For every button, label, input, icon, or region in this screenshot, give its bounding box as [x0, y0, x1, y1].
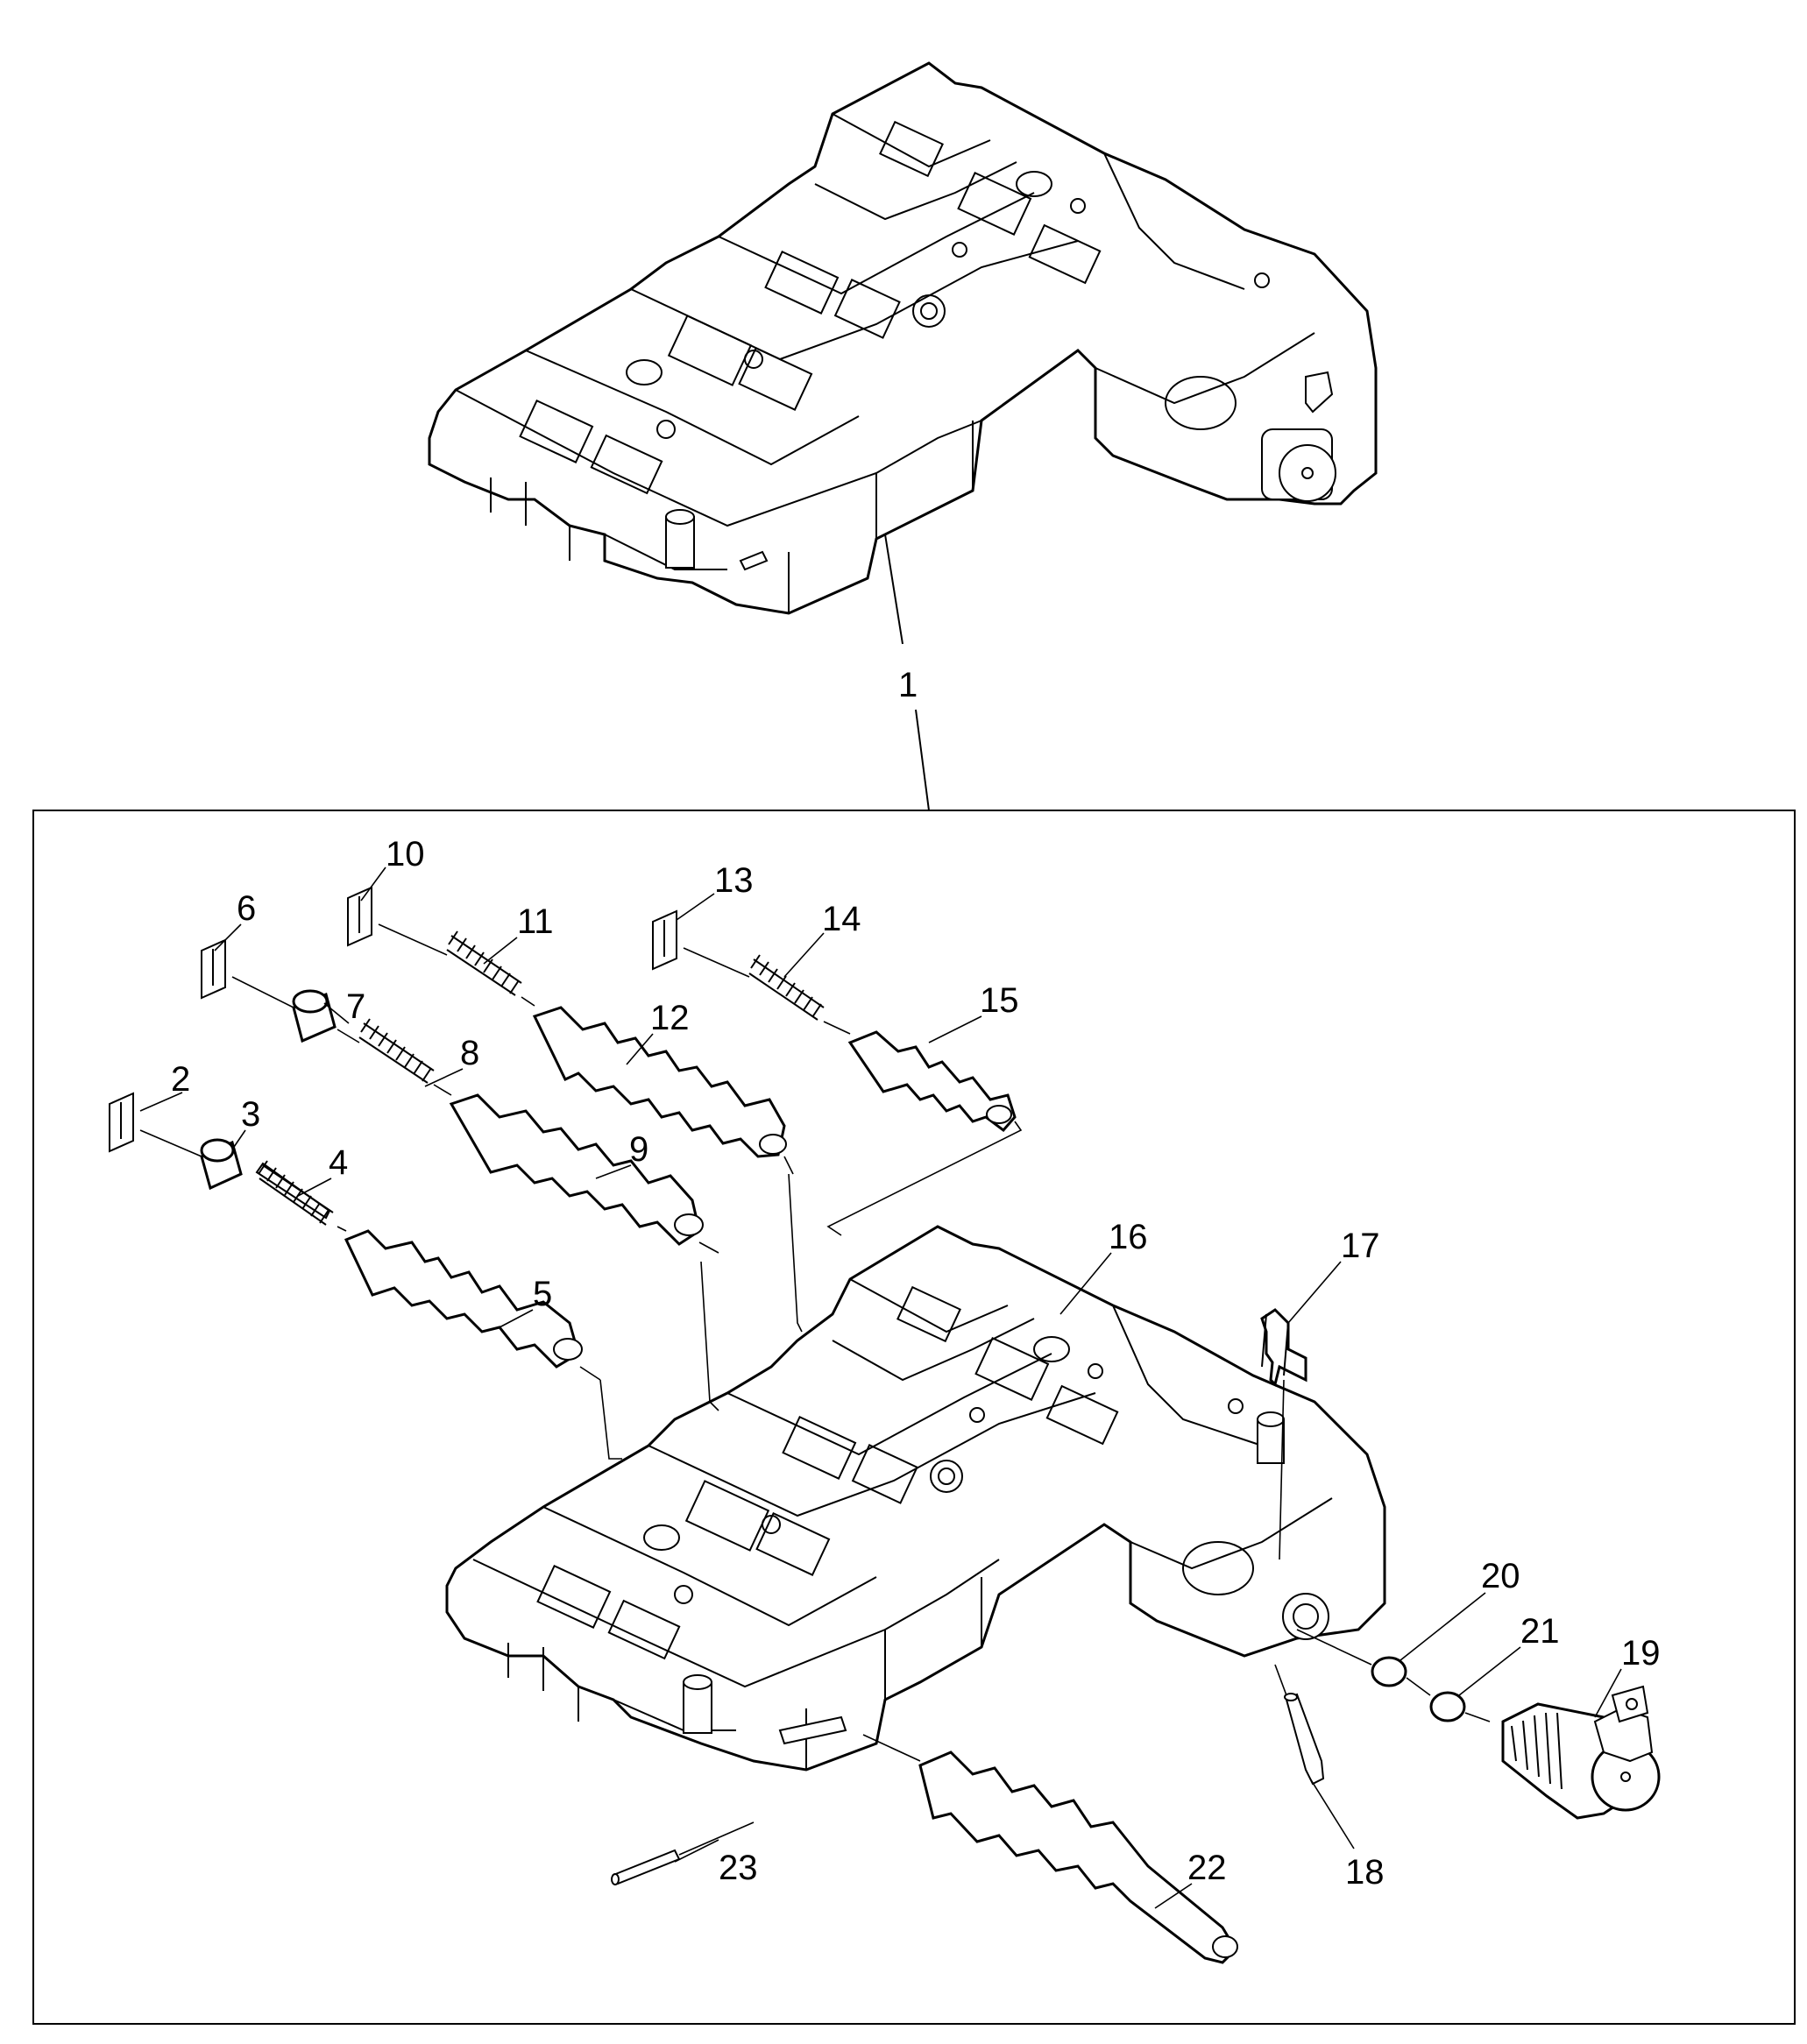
o-ring-21 — [1429, 1691, 1466, 1722]
pin-18 — [1274, 1664, 1325, 1786]
valve-piston-15 — [847, 1030, 1017, 1133]
callout-6: 6 — [237, 889, 256, 928]
callout-4: 4 — [329, 1143, 348, 1182]
callout-labels: 2 3 4 5 6 7 8 9 10 11 12 13 14 15 16 17 … — [171, 835, 1661, 1892]
callout-leaders — [139, 866, 1622, 1909]
valve-train-2-5 — [109, 1092, 622, 1460]
callout-13: 13 — [714, 861, 754, 900]
leader-line-1 — [884, 534, 904, 645]
callout-12: 12 — [650, 999, 690, 1037]
callout-18: 18 — [1345, 1853, 1385, 1892]
o-ring-20 — [1371, 1656, 1407, 1687]
callout-10: 10 — [386, 835, 425, 873]
callout-1: 1 — [898, 666, 918, 704]
valve-spool-5 — [344, 1229, 583, 1369]
callout-11: 11 — [517, 902, 554, 941]
callout-23: 23 — [719, 1849, 758, 1887]
callout-2: 2 — [171, 1060, 190, 1099]
callout-16: 16 — [1109, 1218, 1148, 1256]
spring-14 — [748, 954, 825, 1021]
leader-line-1-lower — [915, 709, 930, 811]
plug-3 — [200, 1138, 243, 1191]
valve-spool-22 — [862, 1734, 1238, 1964]
valve-train-6-9 — [201, 938, 719, 1411]
spring-11 — [446, 930, 522, 996]
callout-14: 14 — [822, 900, 861, 938]
solenoid-19 — [1501, 1685, 1661, 1820]
valve-train-13-15 — [652, 909, 1023, 1236]
leader-line-seal-axis — [1296, 1629, 1372, 1666]
callout-9: 9 — [629, 1130, 648, 1169]
valve-body-assembly-top — [428, 61, 1378, 615]
spring-4 — [255, 1160, 334, 1226]
exploded-view-frame — [32, 810, 1796, 2025]
callout-8: 8 — [460, 1034, 479, 1072]
callout-19: 19 — [1621, 1634, 1661, 1673]
plug-7 — [292, 989, 337, 1043]
callout-21: 21 — [1520, 1612, 1560, 1651]
valve-spool-9 — [449, 1093, 704, 1246]
spring-8 — [358, 1018, 435, 1084]
valve-body-16 — [445, 1225, 1386, 1772]
callout-7: 7 — [346, 987, 365, 1026]
callout-5: 5 — [533, 1275, 552, 1313]
valve-train-10-12 — [347, 886, 803, 1333]
valve-spool-12 — [532, 1006, 787, 1158]
callout-15: 15 — [980, 981, 1019, 1020]
callout-22: 22 — [1187, 1849, 1227, 1887]
callout-17: 17 — [1341, 1227, 1380, 1265]
callout-3: 3 — [241, 1095, 260, 1134]
callout-20: 20 — [1481, 1557, 1520, 1595]
